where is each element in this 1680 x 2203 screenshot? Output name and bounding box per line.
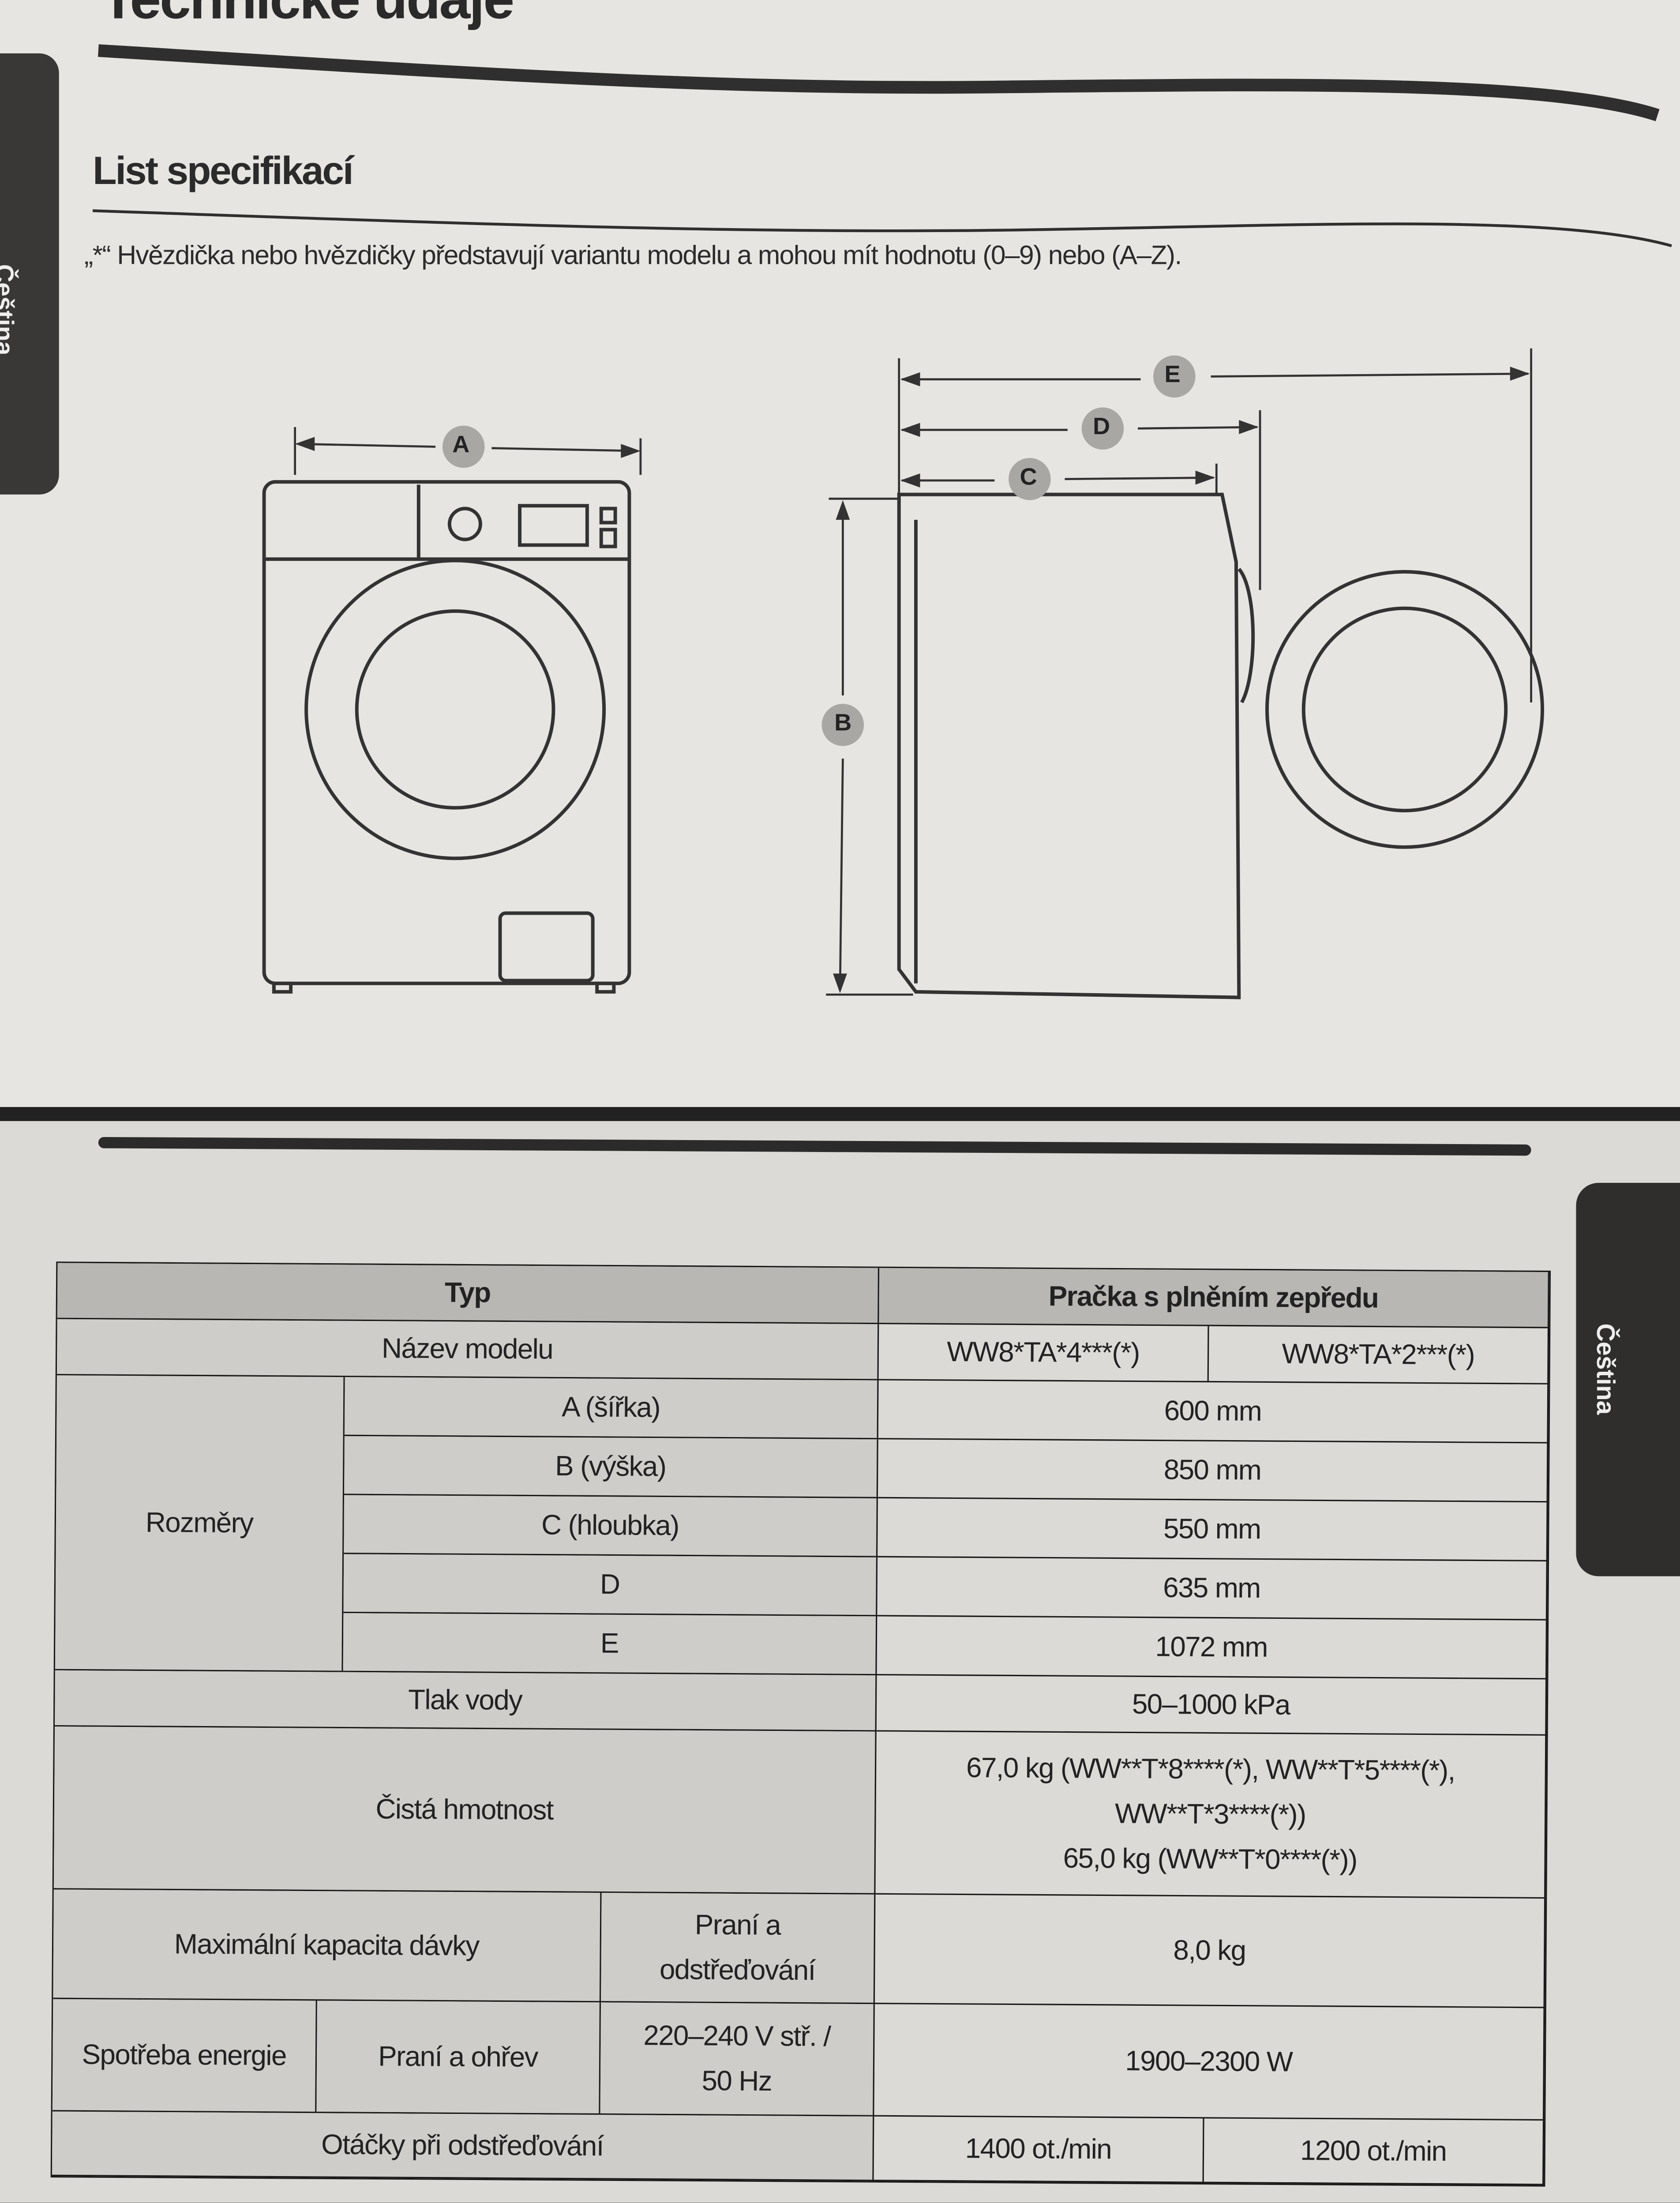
water-pressure-value: 50–1000 kPa: [876, 1675, 1547, 1736]
water-pressure-label: Tlak vody: [55, 1670, 877, 1732]
net-weight-value: 67,0 kg (WW**T*8****(*), WW**T*5****(*),…: [875, 1731, 1547, 1899]
model-2: WW8*TA*2***(*): [1208, 1326, 1549, 1385]
dim-a-value: 600 mm: [878, 1380, 1549, 1444]
net-weight-label: Čistá hmotnost: [53, 1726, 877, 1895]
spin-value-1: 1400 ot./min: [874, 2116, 1204, 2183]
label-b: B: [834, 709, 852, 736]
label-a: A: [452, 431, 470, 458]
power-label: Spotřeba energie: [52, 1999, 317, 2113]
dim-d-label: D: [343, 1554, 878, 1617]
dim-e-value: 1072 mm: [877, 1616, 1548, 1680]
asterisk-note: „*“ Hvězdička nebo hvězdičky představují…: [84, 241, 1182, 271]
capacity-sub: Praní a odstřeďování: [601, 1893, 876, 2004]
dimensions-label: Rozměry: [55, 1375, 345, 1672]
model-label: Název modelu: [56, 1319, 879, 1381]
language-tab-label: Čeština: [1591, 1323, 1620, 1415]
language-tab-right: Čeština: [1576, 1182, 1680, 1576]
washer-side-view: [826, 348, 1545, 999]
top-page: Čeština Technické údaje List specifikací…: [0, 0, 1680, 1107]
typ-value: Pračka s plněním zepředu: [879, 1268, 1549, 1329]
dim-a-label: A (šířka): [344, 1377, 879, 1440]
spin-value-2: 1200 ot./min: [1204, 2118, 1545, 2185]
bottom-page: Čeština Typ Pračka s plněním zepředu Náz…: [0, 1121, 1680, 2203]
capacity-label: Maximální kapacita dávky: [53, 1889, 602, 2003]
model-1: WW8*TA*4***(*): [878, 1324, 1209, 1383]
section-title: List specifikací: [93, 149, 353, 193]
washer-front-view: [262, 427, 642, 994]
power-sub: Praní a ohřev: [316, 2000, 601, 2115]
language-tab-label: Čeština: [0, 264, 19, 356]
page-rules: [93, 44, 1672, 248]
net-weight-line: WW**T*3****(*)): [1114, 1798, 1306, 1831]
power-voltage: 220–240 V stř. / 50 Hz: [600, 2002, 875, 2117]
label-d: D: [1093, 413, 1110, 440]
label-e: E: [1164, 361, 1181, 388]
power-value: 1900–2300 W: [874, 2004, 1545, 2121]
typ-label: Typ: [57, 1263, 880, 1325]
dim-c-label: C (hloubka): [344, 1495, 878, 1557]
spin-label: Otáčky při odstřeďování: [52, 2111, 874, 2181]
dim-b-value: 850 mm: [878, 1439, 1549, 1503]
dim-b-label: B (výška): [344, 1436, 878, 1498]
spec-table: Typ Pračka s plněním zepředu Název model…: [50, 1261, 1551, 2187]
page-title: Technické údaje: [101, 0, 514, 31]
dimension-diagram: [262, 348, 1545, 999]
dim-c-value: 550 mm: [878, 1498, 1548, 1561]
dim-e-label: E: [343, 1613, 878, 1676]
label-c: C: [1020, 463, 1037, 491]
capacity-value: 8,0 kg: [874, 1894, 1546, 2008]
net-weight-line: 65,0 kg (WW**T*0****(*)): [1063, 1843, 1357, 1876]
dim-d-value: 635 mm: [877, 1557, 1548, 1621]
net-weight-line: 67,0 kg (WW**T*8****(*), WW**T*5****(*),: [966, 1752, 1455, 1786]
header-rule: [98, 1137, 1531, 1156]
language-tab: Čeština: [0, 53, 59, 495]
